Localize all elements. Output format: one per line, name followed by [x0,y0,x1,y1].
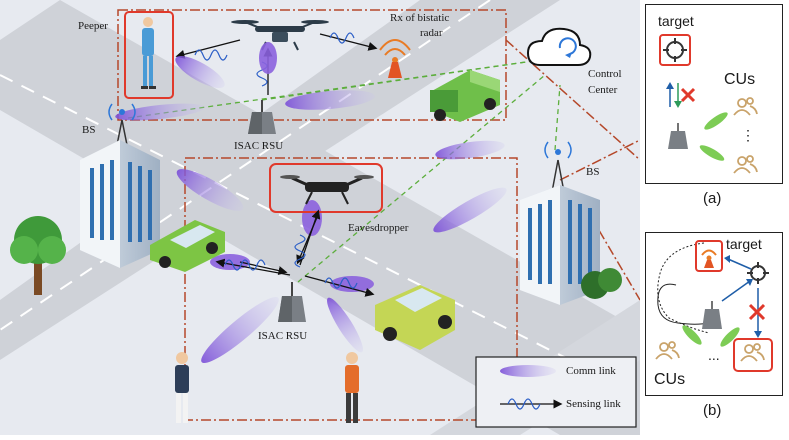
panel-a-target-box [659,34,691,66]
drone-top [231,20,329,51]
building-right [520,185,622,305]
legend-comm-swatch [500,365,556,377]
panel-b-users-icon-2 [740,343,765,362]
scene-illustration [0,0,641,435]
isac-rsu-bottom-device [278,282,306,322]
panel-b-users-icon-1 [655,341,680,360]
panel-b-graphic [655,240,773,372]
eavesdropper-drone [280,175,374,205]
panel-b-echo-arrow [727,258,752,270]
sensing-links-bottom [215,209,375,297]
panel-b-radar-icon [695,240,723,272]
link-arrows-icon [666,82,682,108]
isac-scene: Peeper Rx of bistatic radar Control Cent… [0,0,641,435]
panel-b-sense-arrow [721,280,751,302]
car-yellow-right [375,285,455,350]
truck [430,70,500,122]
panel-b-beam-1 [682,325,702,345]
beam-to-cu-2 [699,145,725,161]
sensing-waves-bottom [224,234,358,289]
label-isac-rsu-bottom: ISAC RSU [258,330,308,342]
panel-b-blocked-x-icon [748,303,766,321]
person-bottom-left [175,352,189,423]
label-control-center-1: Control [588,68,622,80]
building-left [80,140,160,268]
bistatic-radar-rx-icon [379,39,411,78]
panel-a-graphic [659,34,758,174]
panel-a-cus-label: CUs [724,71,756,88]
isac-rsu-top-device [248,100,276,134]
label-rx-bistatic-2: radar [420,27,443,39]
panel-b-caption: (b) [703,402,722,419]
callout-line-b [589,214,641,301]
label-rx-bistatic-1: Rx of bistatic [390,12,450,24]
rsu-icon [668,123,688,149]
label-isac-rsu-top: ISAC RSU [234,140,284,152]
label-bs-left: BS [82,124,96,136]
panel-b-rsu-icon [702,301,722,329]
peeper-figure [141,17,156,89]
label-peeper: Peeper [78,20,108,32]
tree-left [10,216,66,295]
car-green-left [150,220,225,272]
label-bs-right: BS [586,166,600,178]
road-diagonal-2 [0,0,560,360]
panel-a-dots: ⋮ [741,127,755,143]
callout-line-a2 [559,139,641,181]
rsu-coverage-top [117,9,507,121]
backhaul-links [127,59,561,283]
lane-line-2 [0,0,491,331]
panel-b-target-label: target [726,236,762,252]
peeper-highlight [124,11,174,99]
eavesdropper-highlight [269,163,383,213]
beam-to-cu-1 [704,112,728,130]
users-icon-2 [733,155,758,174]
comm-beams [115,42,507,364]
label-eavesdropper: Eavesdropper [348,222,409,234]
crosshair-icon [663,38,687,62]
legend-comm-label: Comm link [566,365,616,377]
panel-b: target CUs ... [645,232,783,396]
legend-sensing-swatch [500,398,563,410]
callout-line-a [505,39,641,161]
blocked-x-icon [680,87,696,103]
person-bottom-middle [345,352,359,423]
panel-b-cus-label: CUs [654,371,686,388]
panel-b-beam-2 [720,327,740,347]
panel-b-users-highlight [733,338,773,372]
panel-a: target CUs ⋮ [645,4,783,184]
label-control-center-2: Center [588,84,618,96]
cloud-icon [526,27,592,66]
users-icon-1 [733,97,758,116]
panel-b-dots: ... [708,347,720,363]
legend-sensing-label: Sensing link [566,398,621,410]
panel-a-caption: (a) [703,190,722,207]
panel-b-bistatic-path [657,242,710,334]
panel-a-target-label: target [658,13,694,29]
panel-b-crosshair-icon [747,262,769,284]
